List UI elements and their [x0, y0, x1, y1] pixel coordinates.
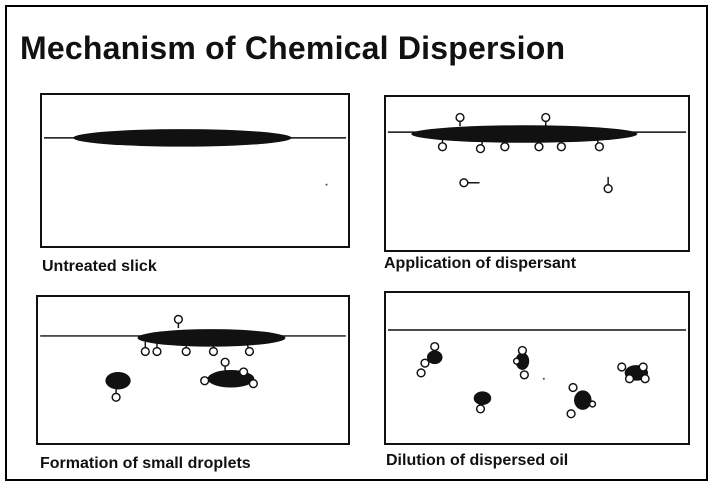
oil-droplet-cluster-2	[201, 358, 257, 387]
speck	[543, 378, 545, 380]
caption-dilution-of-dispersed-oil: Dilution of dispersed oil	[386, 452, 568, 470]
dispersant-application-illustration	[386, 97, 688, 250]
untreated-slick-illustration	[42, 95, 348, 246]
dispersed-droplet	[474, 391, 492, 412]
dispersed-droplet	[618, 363, 649, 382]
panel-dilution-of-dispersed-oil	[384, 291, 690, 445]
dispersant-molecule-icon	[542, 114, 550, 127]
dispersant-molecule-icon	[460, 179, 479, 187]
dispersant-molecule-icon	[604, 177, 612, 193]
oil-droplet	[105, 372, 130, 390]
panel-untreated-slick	[40, 93, 350, 248]
caption-application-of-dispersant: Application of dispersant	[384, 255, 576, 273]
oil-slick	[73, 129, 291, 147]
dispersed-droplet	[417, 343, 442, 377]
oil-slick	[138, 329, 286, 347]
dilution-illustration	[386, 293, 688, 443]
caption-formation-of-small-droplets: Formation of small droplets	[40, 455, 251, 473]
droplet-formation-illustration	[38, 297, 348, 443]
panel-application-of-dispersant	[384, 95, 690, 252]
panel-formation-of-small-droplets	[36, 295, 350, 445]
speck	[326, 184, 328, 186]
dispersant-molecule-icon	[456, 114, 464, 127]
dispersed-droplet	[567, 384, 595, 418]
dispersed-droplet	[514, 347, 530, 379]
caption-untreated-slick: Untreated slick	[42, 258, 157, 276]
oil-droplet-cluster-1	[105, 372, 130, 401]
dispersant-molecule-icon	[141, 342, 149, 356]
oil-slick	[411, 125, 637, 143]
dispersant-molecule-icon	[175, 315, 183, 328]
diagram-title: Mechanism of Chemical Dispersion	[20, 30, 565, 67]
